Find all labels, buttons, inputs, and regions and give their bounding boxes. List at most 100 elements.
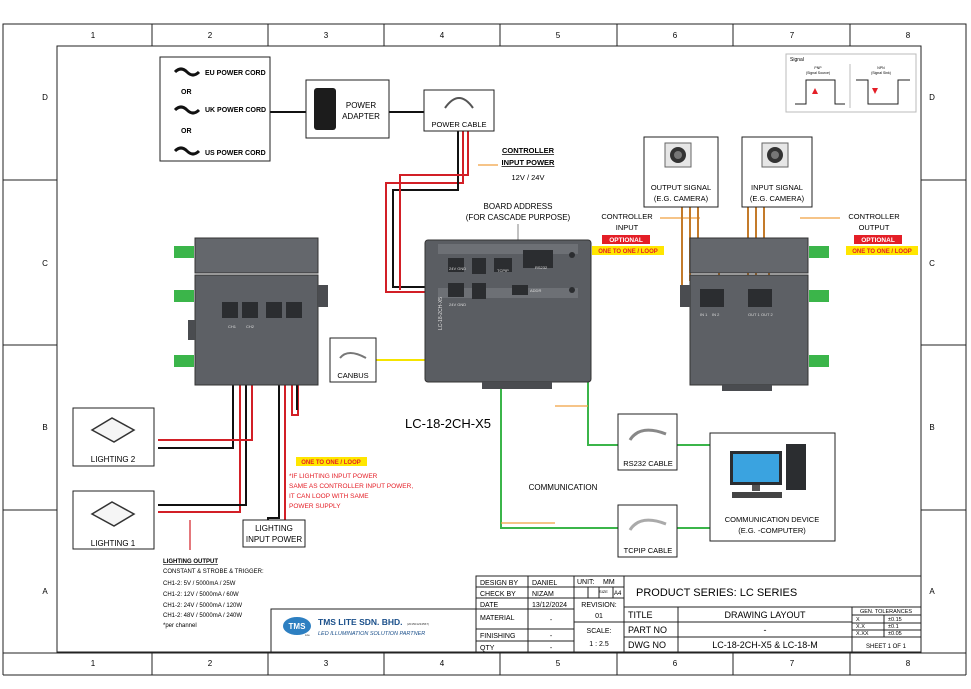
canbus-box [329,337,377,383]
tb-label: QTY [480,645,495,652]
tb-value: LC-18-2CH-X5 & LC-18-M [712,640,818,650]
controller-input-label: INPUT [616,223,639,232]
light-panel-icon [90,501,136,527]
cable-icon [444,97,474,109]
logo-sub: Lite [305,633,310,637]
tb-label: PART NO [628,625,667,635]
tb-label: DATE [480,602,498,609]
voltage-label: 12V / 24V [512,173,545,182]
tb-label: REVISION: [581,602,616,609]
col-label: 4 [440,659,445,668]
tb-value: DANIEL [532,580,557,587]
lighting-input-power-box [242,519,306,548]
pnp-waveform [795,79,845,105]
company-tagline: LED ILLUMINATION SOLUTION PARTNER [318,631,425,637]
computer-icon [730,444,806,498]
lighting-output-line: *per channel [163,623,197,629]
row-label: C [42,259,48,268]
eu-cord-label: EU POWER CORD [205,70,266,77]
row-label: A [929,587,935,596]
col-label: 8 [906,659,911,668]
controller-model-label: LC-18-2CH-X5 [405,416,491,431]
col-label: 6 [673,31,678,40]
tb-label: X [856,617,860,623]
company-name: TMS LITE SDN. BHD. [318,617,403,627]
title-block [270,575,922,653]
tb-label: X.XX [856,631,869,637]
lighting-output-line: CH1-2: 12V / 5000mA / 60W [163,592,239,598]
port-label: RS232 [535,265,548,270]
tb-value: MM [603,579,615,586]
row-label: C [929,259,935,268]
tb-value: ±0.15 [888,617,902,623]
optional-tag-label: OPTIONAL [861,237,895,244]
tb-value: - [550,617,553,624]
lighting-output-subtitle: CONSTANT & STROBE & TRIGGER: [163,569,264,575]
board-address-label: (FOR CASCADE PURPOSE) [466,213,571,222]
signal-npn-label: (Signal Sink) [871,71,891,75]
tb-label: X.X [856,624,865,630]
lighting-1-label: LIGHTING 1 [91,539,136,548]
controller-input-power-title: CONTROLLER [502,146,555,155]
col-label: 7 [790,31,795,40]
signal-legend-title: Signal [790,57,804,63]
lighting-note: IT CAN LOOP WITH SAME [289,493,369,500]
loop-tag [846,246,918,255]
lighting-note: POWER SUPPLY [289,503,341,510]
tb-label: FINISHING [480,633,515,640]
signal-pnp-label: PNP [814,66,822,70]
tb-value: ±0.1 [888,624,899,630]
loop-tag-label: ONE TO ONE / LOOP [598,249,658,255]
signal-legend [785,53,917,113]
canbus-cable-icon [339,352,367,359]
io-module [680,237,829,391]
col-label: 5 [556,659,561,668]
loop-tag-label: ONE TO ONE / LOOP [852,249,912,255]
adapter-icon [314,88,336,130]
rs232-label: RS232 CABLE [623,459,673,468]
col-label: 7 [790,659,795,668]
tb-value: ±0.05 [888,631,902,637]
light-panel-icon [90,417,136,443]
or-label: OR [181,128,192,135]
logo-text: TMS [289,622,307,631]
tcpip-label: TCPIP CABLE [624,546,673,555]
canbus-label: CANBUS [337,371,368,380]
col-label: 8 [906,31,911,40]
output-signal-label: OUTPUT SIGNAL [651,183,711,192]
side-model-label: LC-18-2CH-X5 [438,297,444,330]
tb-value: DRAWING LAYOUT [724,610,806,620]
power-cable-box [423,89,495,132]
tb-label: MATERIAL [480,615,515,622]
company-logo-icon [283,617,311,635]
tb-value: 1 : 2.5 [589,641,609,648]
col-label: 2 [208,659,213,668]
lighting-input-power-label: LIGHTING [255,524,293,533]
rs232-box [617,413,678,471]
lighting-output-title: LIGHTING OUTPUT [163,559,218,565]
port-label: IN 2 [712,312,720,317]
company-reg: (201501234567) [407,622,429,626]
rs232-cable-icon [628,428,667,441]
lighting-note: SAME AS CONTROLLER INPUT POWER, [289,483,413,490]
optional-tag [602,235,650,244]
tb-label: GEN. TOLERANCES [860,609,912,615]
controller-main [424,239,592,389]
port-label: 24V GND [449,302,466,307]
us-cord-label: US POWER CORD [205,150,266,157]
tb-value: NIZAM [532,591,554,598]
grid-labels: 1 2 3 4 5 6 7 8 1 2 3 4 5 6 7 8 D C B A … [42,31,935,668]
controller-input-label: CONTROLLER [601,212,653,221]
input-signal-box [741,136,813,208]
tb-label: DWG NO [628,640,666,650]
loop-tag [592,246,664,255]
column-grid [2,24,967,676]
port-label: OUT 2 [761,312,773,317]
tb-value: - [550,633,553,640]
col-label: 1 [91,659,96,668]
optional-tag-label: OPTIONAL [609,237,643,244]
lighting-note: *IF LIGHTING INPUT POWER [289,473,378,480]
col-label: 1 [91,31,96,40]
row-label: D [929,93,935,102]
